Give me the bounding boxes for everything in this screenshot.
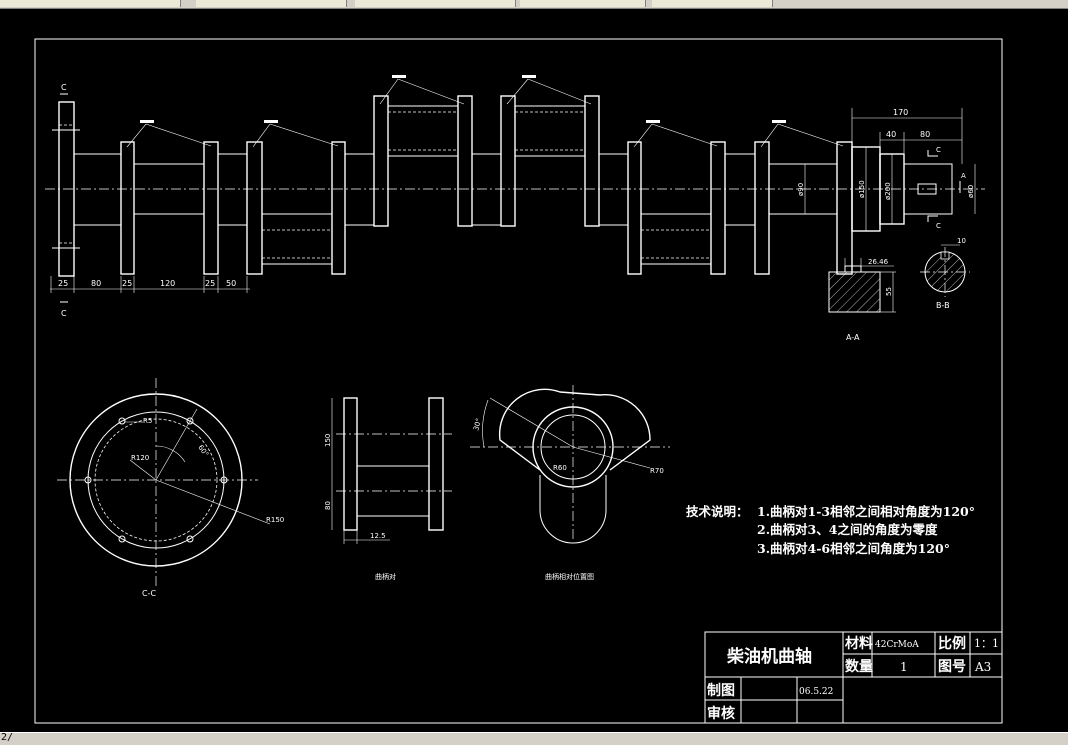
scale-label: 比例 [938, 635, 966, 652]
drawn-date: 06.5.22 [799, 687, 833, 697]
window-tab-strip [0, 0, 1068, 9]
rel-caption: 曲柄相对位置图 [545, 572, 594, 581]
window-tab[interactable] [355, 0, 516, 7]
notes-label: 技术说明： [686, 504, 749, 519]
dim-50: 50 [226, 279, 236, 288]
drawing-canvas[interactable]: C C C C A 25 80 25 120 25 50 170 [0, 8, 1068, 732]
drawn-label: 制图 [707, 682, 735, 699]
part-name: 柴油机曲轴 [726, 646, 812, 667]
dim-dia-150: ø150 [858, 180, 866, 198]
command-line-text[interactable]: 2/ [1, 732, 14, 743]
material-label: 材料 [845, 635, 873, 652]
quantity-label: 数量 [845, 658, 873, 675]
window-tab[interactable] [0, 0, 181, 7]
crank-dim-150: 150 [324, 434, 332, 447]
quantity-value: 1 [900, 660, 908, 674]
note-line-3: 3.曲柄对4-6相邻之间角度为120° [757, 541, 950, 556]
window-tab[interactable] [196, 0, 347, 7]
section-mark-right-c-top: C [936, 146, 941, 154]
section-a-a: 26.46 55 A-A [828, 258, 896, 342]
drawing-no-value: A3 [974, 660, 991, 674]
relative-position-view: 30° R60 R70 曲柄相对位置图 [470, 385, 670, 581]
bb-caption: B-B [936, 301, 950, 310]
dim-dia-90: ø90 [797, 183, 805, 196]
rel-r60: R60 [553, 464, 567, 472]
window-tab[interactable] [652, 0, 773, 7]
dim-40: 40 [886, 130, 896, 139]
main-view-right-dimensions: 170 40 80 ø90 ø150 ø200 ø60 [797, 108, 976, 231]
cc-angle: 60° [196, 444, 210, 459]
dim-170: 170 [893, 108, 908, 117]
status-bar: 2/ [0, 732, 1068, 745]
dim-25-c: 25 [205, 279, 215, 288]
aa-caption: A-A [846, 333, 860, 342]
drawing-no-label: 图号 [938, 659, 966, 675]
cc-caption: C-C [142, 589, 156, 598]
crank-dim-12-5: 12.5 [370, 532, 386, 540]
main-view-bottom-dimensions: 25 80 25 120 25 50 [50, 276, 250, 293]
section-mark-c-top: C [61, 83, 67, 92]
technical-notes: 技术说明： 1.曲柄对1-3相邻之间相对角度为120° 2.曲柄对3、4之间的角… [686, 504, 975, 556]
drawing-border [34, 38, 1003, 724]
window-tab[interactable] [520, 0, 646, 7]
crank-pair-view: 150 80 12.5 曲柄对 [324, 397, 452, 581]
scale-value: 1：1 [974, 637, 999, 650]
cc-r-outer: R150 [266, 516, 284, 524]
dim-120: 120 [160, 279, 175, 288]
crank-dim-80: 80 [324, 501, 332, 510]
crankshaft-main-view: C C C C A [45, 75, 985, 318]
note-line-2: 2.曲柄对3、4之间的角度为零度 [757, 522, 938, 537]
dim-25-a: 25 [58, 279, 68, 288]
rel-r70: R70 [650, 467, 664, 475]
cc-r-small: R5 [143, 417, 152, 425]
bb-dim: 10 [957, 237, 966, 245]
note-line-1: 1.曲柄对1-3相邻之间相对角度为120° [757, 504, 975, 519]
dim-80: 80 [91, 279, 101, 288]
cc-r-mid: R120 [131, 454, 149, 462]
dim-dia-60: ø60 [967, 185, 975, 198]
dim-25-b: 25 [122, 279, 132, 288]
title-block: 柴油机曲轴 材料 42CrMoA 比例 1：1 数量 1 图号 A3 制图 06… [704, 631, 1003, 724]
view-c-c: 60° R5 R120 R150 C-C [57, 378, 284, 598]
aa-dim-height: 55 [885, 287, 893, 296]
dim-dia-200: ø200 [884, 182, 892, 200]
material-value: 42CrMoA [875, 640, 919, 650]
checked-label: 审核 [707, 705, 735, 722]
rel-angle: 30° [472, 417, 483, 431]
section-mark-a: A [961, 172, 966, 180]
dim-80-right: 80 [920, 130, 930, 139]
section-mark-c-bottom: C [61, 309, 67, 318]
aa-dim-width: 26.46 [868, 258, 889, 266]
section-b-b: 10 B-B [920, 237, 970, 310]
section-mark-right-c-bottom: C [936, 222, 941, 230]
crank-caption: 曲柄对 [375, 572, 396, 581]
